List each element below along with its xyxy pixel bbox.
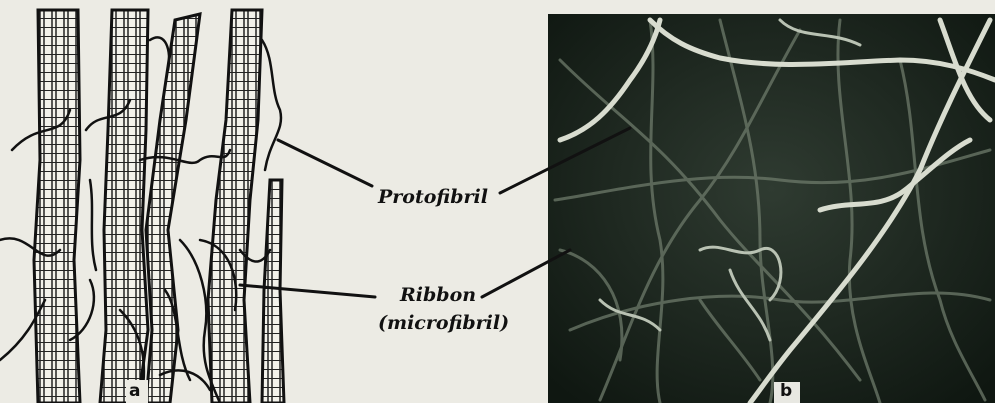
microfibril-label: (microfibril) (378, 312, 509, 334)
ribbon-band-1 (34, 10, 80, 403)
protofibril-label: Protofibril (378, 186, 488, 208)
ribbon-label: Ribbon (400, 284, 476, 306)
panel-b-micrograph (482, 14, 995, 403)
panel-a-letter: a (129, 381, 140, 401)
panel-b-letter: b (780, 381, 792, 401)
